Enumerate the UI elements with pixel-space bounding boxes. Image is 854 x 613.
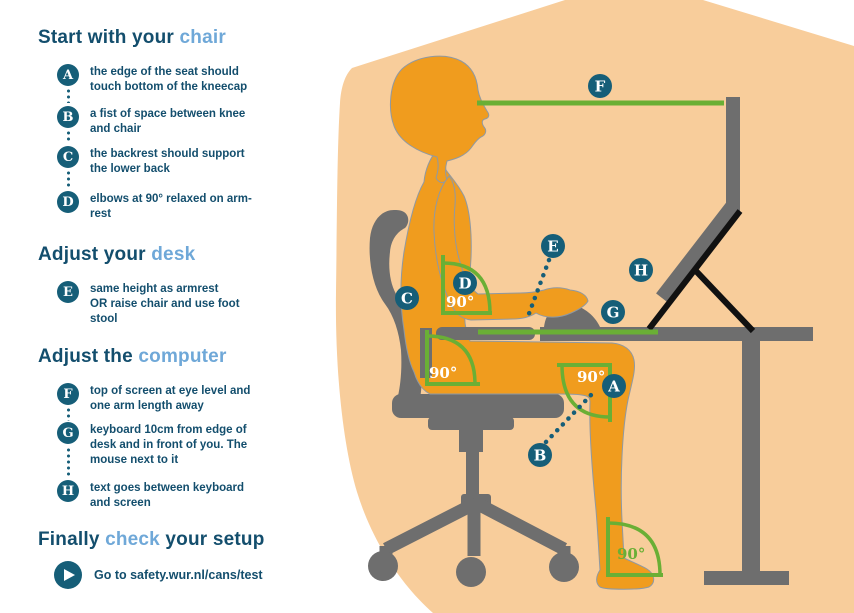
step-badge-e: E	[57, 281, 79, 303]
diagram-label-d: D	[453, 271, 477, 295]
section-title-highlight: chair	[179, 27, 226, 48]
ankle-angle-arc	[607, 521, 662, 576]
office-chair-base	[368, 394, 579, 587]
monitor-screen	[656, 201, 739, 303]
step-text-d: elbows at 90° relaxed on arm- rest	[90, 193, 252, 220]
monitor-stand-front-leg	[646, 209, 743, 331]
step-d: D elbows at 90° relaxed on arm- rest	[57, 191, 295, 222]
elbow-angle-label: 90°	[446, 293, 474, 311]
diagram-label-a: A	[602, 374, 626, 398]
step-badge-a: A	[57, 64, 79, 86]
section-title-setup: Finally check your setup	[38, 530, 265, 549]
svg-text:D: D	[458, 275, 471, 293]
section-title-desk: Adjust your desk	[38, 245, 195, 264]
chair-seat	[392, 394, 564, 418]
ankle-angle-label: 90°	[617, 545, 645, 563]
knee-angle-label: 90°	[577, 368, 605, 386]
step-text-a: the edge of the seat should touch bottom…	[90, 66, 248, 93]
chair-seat-plate	[428, 417, 514, 430]
chair-stem-lower	[466, 450, 479, 498]
desk-foot	[704, 571, 789, 585]
step-c: C the backrest should support the lower …	[57, 146, 295, 177]
section-title-highlight: computer	[138, 346, 227, 367]
dotted-connector	[66, 89, 70, 103]
monitor-back	[726, 97, 740, 214]
step-text-b: a fist of space between knee and chair	[90, 108, 246, 135]
svg-text:A: A	[607, 378, 620, 396]
step-badge-f: F	[57, 383, 79, 405]
section-title-pre: Adjust your	[38, 244, 152, 265]
hip-angle	[425, 330, 480, 386]
desk-leg	[742, 341, 760, 573]
monitor	[646, 97, 756, 334]
elbow-angle-arc	[442, 261, 492, 314]
step-text-h: text goes between keyboard and screen	[90, 482, 245, 509]
svg-text:G: G	[607, 304, 620, 322]
chair-wheel	[456, 557, 486, 587]
chair-stem-upper	[459, 428, 483, 452]
step-f: F top of screen at eye level and one arm…	[57, 383, 295, 414]
section-title-pre: Start with your	[38, 27, 180, 48]
diagram-label-b: B	[528, 443, 552, 467]
dotted-connector	[66, 408, 70, 421]
knee-angle-arc	[560, 364, 611, 419]
svg-text:E: E	[547, 238, 558, 256]
step-g: G keyboard 10cm from edge of desk and in…	[57, 422, 295, 468]
step-badge-c: C	[57, 146, 79, 168]
pointer-line-e	[524, 257, 552, 322]
green-guides	[425, 100, 724, 577]
step-badge-d: D	[57, 191, 79, 213]
section-title-highlight: check	[105, 529, 160, 550]
dotted-connector	[66, 171, 70, 188]
section-title-pre: Adjust the	[38, 346, 139, 367]
dotted-connector	[66, 131, 70, 143]
step-badge-b: B	[57, 106, 79, 128]
ankle-angle	[606, 517, 663, 577]
section-title-chair: Start with your chair	[38, 28, 226, 47]
diagram-label-f: F	[588, 74, 612, 98]
svg-text:C: C	[401, 290, 413, 308]
hip-angle-label: 90°	[429, 364, 457, 382]
knee-angle	[557, 363, 612, 422]
diagram-label-e: E	[541, 234, 565, 258]
step-b: B a fist of space between knee and chair	[57, 106, 295, 137]
section-title-post: your setup	[159, 529, 265, 550]
step-text-c: the backrest should support the lower ba…	[90, 148, 245, 175]
chair-wheel	[549, 552, 579, 582]
diagram-label-h: H	[629, 258, 653, 282]
svg-text:B: B	[534, 447, 547, 465]
step-text-g: keyboard 10cm from edge of desk and in f…	[90, 424, 248, 466]
dotted-connector	[66, 448, 70, 477]
step-text-f: top of screen at eye level and one arm l…	[90, 385, 251, 412]
elbow-angle	[441, 255, 492, 315]
step-h: H text goes between keyboard and screen	[57, 480, 295, 511]
step-text-e: same height as armrest OR raise chair an…	[90, 283, 240, 325]
section-title-computer: Adjust the computer	[38, 347, 227, 366]
hip-angle-arc	[426, 334, 477, 385]
chair-wheel	[368, 551, 398, 581]
diagram-label-c: C	[395, 286, 419, 310]
step-badge-h: H	[57, 480, 79, 502]
pointer-line-b	[543, 392, 594, 445]
play-icon	[64, 569, 75, 581]
step-a: A the edge of the seat should touch bott…	[57, 64, 295, 95]
monitor-stand-back-leg	[693, 268, 756, 334]
person-arm	[433, 175, 589, 321]
section-title-pre: Finally	[38, 529, 106, 550]
person-head	[389, 55, 490, 183]
svg-text:F: F	[595, 78, 606, 96]
step-badge-g: G	[57, 422, 79, 444]
setup-test-link[interactable]: Go to safety.wur.nl/cans/test	[54, 561, 263, 589]
setup-test-link-text: Go to safety.wur.nl/cans/test	[94, 568, 263, 582]
diagram-label-g: G	[601, 300, 625, 324]
play-button[interactable]	[54, 561, 82, 589]
svg-text:H: H	[634, 262, 648, 280]
step-e: E same height as armrest OR raise chair …	[57, 281, 295, 327]
section-title-highlight: desk	[151, 244, 196, 265]
